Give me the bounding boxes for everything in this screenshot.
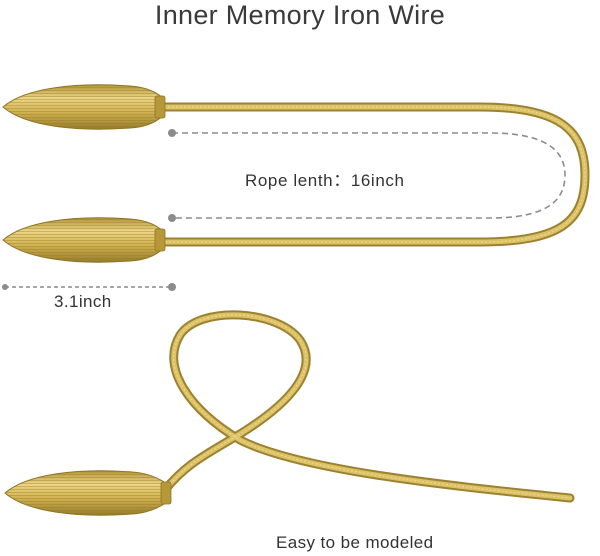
tassel-length-label: 3.1inch	[54, 292, 112, 311]
rope-length-dimension	[172, 132, 566, 219]
dimension-dot	[168, 129, 176, 137]
caption: Easy to be modeled	[276, 533, 434, 552]
dimension-dot	[168, 214, 176, 222]
tassel-top	[2, 84, 166, 130]
rope-length-label: Rope lenth：16inch	[245, 171, 405, 190]
page-title: Inner Memory Iron Wire	[154, 0, 446, 30]
tassel-middle	[2, 217, 166, 263]
rope-looped	[160, 310, 575, 503]
tassel-bottom	[4, 470, 172, 516]
